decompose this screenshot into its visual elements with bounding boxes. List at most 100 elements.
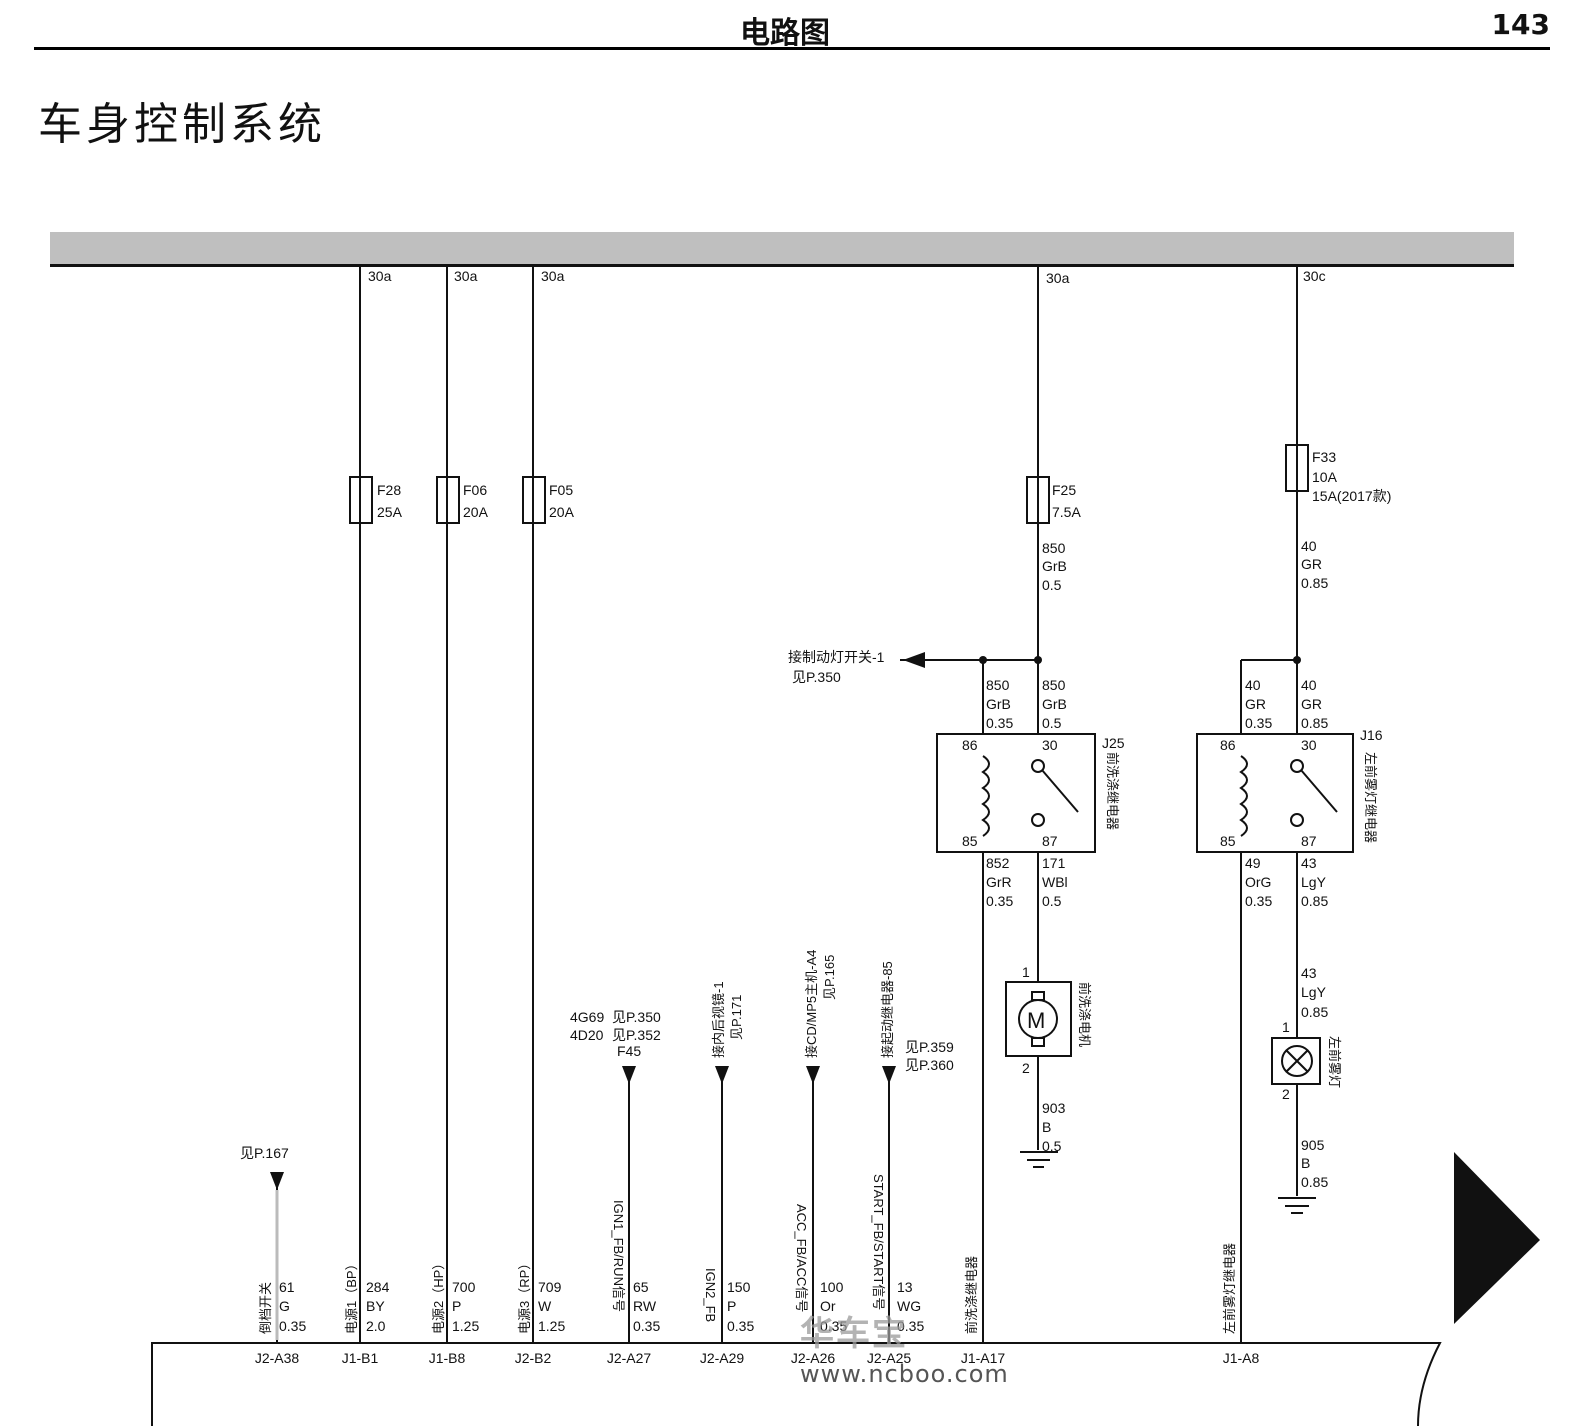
header-title: 电路图 — [740, 16, 830, 51]
fuse-rating: 10A — [1312, 469, 1338, 485]
connector-pin: J2-A38 — [255, 1350, 300, 1366]
wire-color: GR — [1301, 556, 1322, 572]
fuse-rating: 20A — [463, 504, 489, 520]
fuse-rating: 7.5A — [1052, 504, 1081, 520]
ref-page: 见P.350 — [792, 669, 841, 685]
signal-label: 左前雾灯继电器 — [1222, 1243, 1237, 1334]
component-pin: 2 — [1282, 1086, 1290, 1102]
relay-contact-icon — [1290, 759, 1304, 773]
wire-number: 40 — [1245, 677, 1261, 693]
wire-number: 850 — [1042, 540, 1066, 556]
relay-pin: 85 — [962, 833, 978, 849]
fuse-feed-label: 30a — [368, 268, 392, 284]
fuse-name: F28 — [377, 482, 401, 498]
wire-number: 850 — [1042, 677, 1066, 693]
relay-id: J16 — [1360, 727, 1383, 743]
wire-number: 284 — [366, 1279, 390, 1295]
junction-dot — [1293, 656, 1301, 664]
wire-color: B — [1301, 1155, 1310, 1171]
signal-label: 倒档开关 — [258, 1282, 273, 1334]
connector-pin: J1-A17 — [961, 1350, 1006, 1366]
arrow-down-icon — [622, 1066, 636, 1084]
wire-color: OrG — [1245, 874, 1271, 890]
wire-color: GrB — [1042, 696, 1067, 712]
fuse-rating-alt: 15A(2017款) — [1312, 488, 1391, 504]
fuse-name: F33 — [1312, 449, 1336, 465]
wire-color: LgY — [1301, 984, 1327, 1000]
connector-pin: J2-A29 — [700, 1350, 745, 1366]
section-title: 车身控制系统 — [38, 99, 326, 150]
relay-pin: 87 — [1301, 833, 1317, 849]
wire-size: 1.25 — [452, 1318, 479, 1334]
ref-brake-switch: 接制动灯开关-1 — [788, 649, 885, 665]
connector-pin: J2-A26 — [791, 1350, 836, 1366]
wire-number: 905 — [1301, 1137, 1325, 1153]
wire-color: W — [538, 1298, 552, 1314]
relay-pin: 85 — [1220, 833, 1236, 849]
signal-label: ACC_FB/ACC信号 — [794, 1204, 809, 1312]
wire-color: P — [727, 1298, 736, 1314]
ref-page: 见P.359 — [905, 1039, 954, 1055]
arrow-down-icon — [806, 1066, 820, 1084]
arrow-left-icon — [903, 652, 925, 668]
fuse-name: F25 — [1052, 482, 1076, 498]
signal-label: 电源2（HP） — [431, 1257, 446, 1334]
wire-number: 43 — [1301, 855, 1317, 871]
wire-size: 0.85 — [1301, 715, 1328, 731]
lamp-icon — [1281, 1045, 1313, 1077]
wire-size: 0.5 — [1042, 1138, 1062, 1154]
ref-page: 见P.165 — [822, 955, 837, 1000]
fuse-feed-label: 30c — [1303, 268, 1326, 284]
ref-left: 见P.167 — [240, 1145, 289, 1161]
connector-pin: J2-A27 — [607, 1350, 652, 1366]
connector-pin: J2-A25 — [867, 1350, 912, 1366]
fuse-feed-label: 30a — [1046, 270, 1070, 286]
power-bus-bar — [50, 232, 1514, 267]
wire-number: 903 — [1042, 1100, 1066, 1116]
arrow-down-icon — [715, 1066, 729, 1084]
connector-pin: J2-B2 — [515, 1350, 552, 1366]
wire-number: 850 — [986, 677, 1010, 693]
wire-size: 0.35 — [279, 1318, 306, 1334]
signal-label: 电源1（BP） — [344, 1257, 359, 1334]
fuse-feed-label: 30a — [454, 268, 478, 284]
wire-color: G — [279, 1298, 290, 1314]
arrow-down-icon — [270, 1172, 284, 1190]
wire-color: WBl — [1042, 874, 1068, 890]
wire-color: B — [1042, 1119, 1051, 1135]
wire-color: WG — [897, 1298, 921, 1314]
signal-label: 电源3（RP） — [517, 1257, 532, 1334]
wire-size: 0.35 — [633, 1318, 660, 1334]
junction-dot — [979, 656, 987, 664]
fuse-rating: 25A — [377, 504, 403, 520]
ref-dome-text: 接内后视镜-1 — [711, 981, 726, 1058]
relay-pin: 30 — [1301, 737, 1317, 753]
ref-f45-line1: 4G69 — [570, 1009, 604, 1025]
wire-size: 0.5 — [1042, 715, 1062, 731]
wire-size: 2.0 — [366, 1318, 386, 1334]
next-page-arrow-icon[interactable] — [1450, 1152, 1542, 1328]
ref-cd-text: 接CD/MP5主机-A4 — [804, 950, 819, 1058]
connector-pin: J1-B8 — [429, 1350, 466, 1366]
relay-pin: 30 — [1042, 737, 1058, 753]
wire-color: GrR — [986, 874, 1012, 890]
page-number: 143 — [1491, 8, 1550, 41]
ref-page: 见P.360 — [905, 1057, 954, 1073]
watermark-brand: 华车宝 — [800, 1314, 908, 1354]
component-pin: 1 — [1282, 1019, 1290, 1035]
wire-number: 13 — [897, 1279, 913, 1295]
ref-f45-line2: 4D20 — [570, 1027, 604, 1043]
wire-color: GrB — [1042, 558, 1067, 574]
wire-size: 0.5 — [1042, 893, 1062, 909]
ref-page: 见P.352 — [612, 1027, 661, 1043]
wire-size: 0.85 — [1301, 1174, 1328, 1190]
wire-number: 49 — [1245, 855, 1261, 871]
fuse-feed-label: 30a — [541, 268, 565, 284]
wire-size: 0.5 — [1042, 577, 1062, 593]
component-pin: 1 — [1022, 964, 1030, 980]
junction-dot — [1034, 656, 1042, 664]
wire-color: P — [452, 1298, 461, 1314]
wire-color: RW — [633, 1298, 657, 1314]
component-pin: 2 — [1022, 1060, 1030, 1076]
wire-color: GR — [1301, 696, 1322, 712]
